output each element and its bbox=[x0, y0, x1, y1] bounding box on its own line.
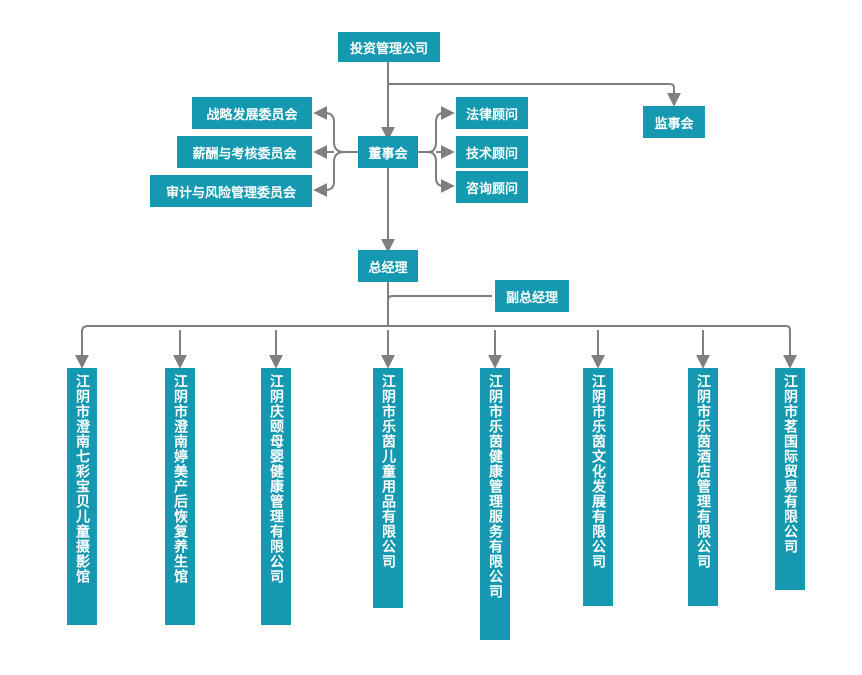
subsidiary-label: 江阴市澄南婷美产后恢复养生馆 bbox=[172, 374, 188, 584]
supervisors-node: 监事会 bbox=[643, 106, 705, 138]
tech-advisor-node: 技术顾问 bbox=[456, 136, 528, 168]
subsidiary-node: 江阴市乐茵儿童用品有限公司 bbox=[373, 368, 403, 608]
subsidiary-label: 江阴市乐茵文化发展有限公司 bbox=[590, 374, 606, 569]
investment-company-node: 投资管理公司 bbox=[338, 32, 440, 62]
subsidiary-node: 江阴庆颐母婴健康管理有限公司 bbox=[261, 368, 291, 625]
consult-advisor-node: 咨询顾问 bbox=[456, 171, 528, 203]
edge-board-audit bbox=[313, 151, 345, 197]
subsidiary-label: 江阴市乐茵健康管理服务有限公司 bbox=[487, 374, 503, 599]
subsidiary-node: 江阴市澄南婷美产后恢复养生馆 bbox=[165, 368, 195, 625]
subsidiary-node: 江阴市乐茵文化发展有限公司 bbox=[583, 368, 613, 606]
edge-board-consult bbox=[427, 151, 455, 193]
subsidiary-node: 江阴市茗国际贸易有限公司 bbox=[775, 368, 805, 590]
board-node: 董事会 bbox=[358, 136, 418, 168]
compensation-committee-node: 薪酬与考核委员会 bbox=[177, 136, 312, 168]
general-manager-node: 总经理 bbox=[358, 250, 418, 282]
subsidiary-label: 江阴市澄南七彩宝贝儿童摄影馆 bbox=[74, 374, 90, 584]
subsidiary-node: 江阴市澄南七彩宝贝儿童摄影馆 bbox=[67, 368, 97, 625]
edge-investment-supervisors bbox=[388, 83, 681, 107]
edge-board-strategy bbox=[313, 106, 358, 153]
edge-board-legal bbox=[418, 106, 455, 153]
bus-line bbox=[88, 325, 791, 331]
subsidiary-label: 江阴市乐茵酒店管理有限公司 bbox=[695, 374, 711, 569]
subsidiary-label: 江阴庆颐母婴健康管理有限公司 bbox=[268, 374, 284, 584]
strategy-committee-node: 战略发展委员会 bbox=[192, 97, 312, 129]
legal-advisor-node: 法律顾问 bbox=[456, 97, 528, 129]
deputy-manager-node: 副总经理 bbox=[495, 280, 569, 312]
subsidiary-node: 江阴市乐茵健康管理服务有限公司 bbox=[480, 368, 510, 640]
subsidiary-label: 江阴市乐茵儿童用品有限公司 bbox=[380, 374, 396, 569]
audit-committee-node: 审计与风险管理委员会 bbox=[150, 175, 312, 207]
edge-gm-deputy bbox=[387, 282, 492, 301]
subsidiary-label: 江阴市茗国际贸易有限公司 bbox=[782, 374, 798, 554]
subsidiary-node: 江阴市乐茵酒店管理有限公司 bbox=[688, 368, 718, 606]
